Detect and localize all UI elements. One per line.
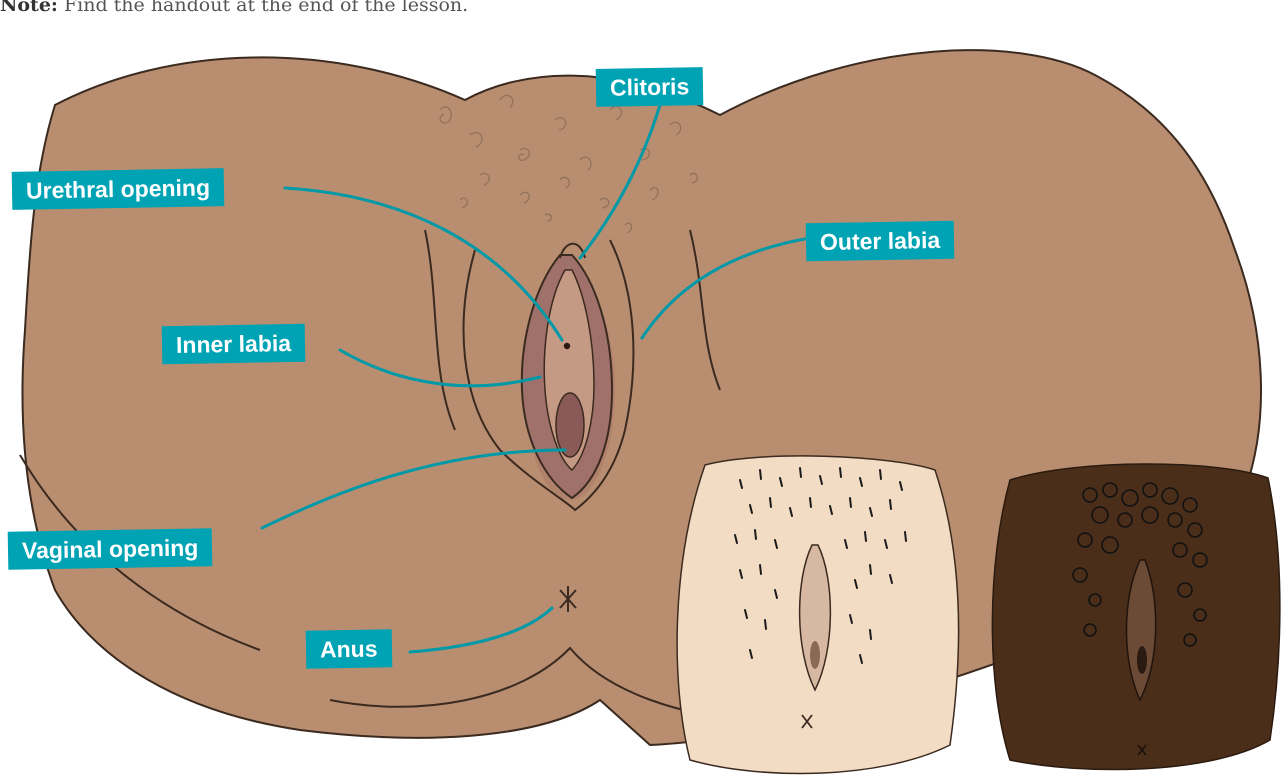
label-urethral-opening: Urethral opening — [12, 168, 225, 210]
label-anus: Anus — [306, 629, 392, 668]
label-inner-labia: Inner labia — [162, 324, 306, 364]
label-clitoris: Clitoris — [596, 67, 704, 107]
label-outer-labia: Outer labia — [806, 221, 955, 262]
label-vaginal-opening: Vaginal opening — [8, 528, 213, 570]
dark-skin-illustration — [992, 464, 1280, 770]
light-skin-illustration — [677, 456, 958, 774]
